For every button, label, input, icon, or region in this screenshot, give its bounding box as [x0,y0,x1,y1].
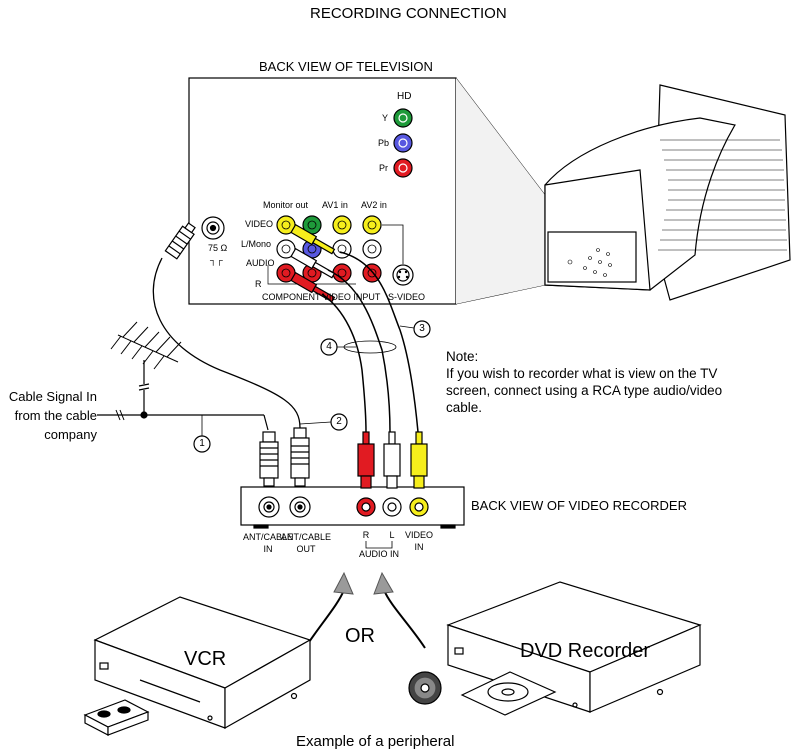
cable-signal-line3: company [44,427,97,442]
jack-av2-video [362,215,382,235]
pr-label: Pr [379,163,388,173]
projection-shade [456,78,545,304]
ohm-label: 75 Ω [208,243,228,253]
arrow-from-dvd [383,589,426,649]
bundle-ellipse [343,340,397,354]
svideo-label: S-VIDEO [388,292,426,302]
callout-2-label: 2 [336,416,342,427]
audio-label: AUDIO [246,258,275,268]
ant-out-line2: OUT [296,544,316,554]
cable-signal-line1: Cable Signal In [8,389,97,404]
video-in-line1: VIDEO [404,530,433,540]
page-title: RECORDING CONNECTION [310,5,507,22]
callout-2 [330,413,348,431]
r-label: R [255,279,262,289]
coax-plug-tv [164,222,196,260]
dvd-recorder-illustration [446,581,702,716]
component-label: COMPONENT VIDEO INPUT [262,292,381,302]
coax-plug-ant-out [290,427,310,487]
hd-label: HD [397,91,412,102]
disc-icon [408,671,442,705]
ant-in-line1: ANT/CABLE [242,532,293,542]
cable-signal-line2: from the cable [14,408,97,423]
jack-svideo [392,264,414,286]
lmono-label: L/Mono [241,239,272,249]
vcr-label: VCR [184,648,227,670]
rca-plug-yellow [410,431,428,489]
cable-coax-tv [152,257,301,429]
rca-plug-white [383,431,401,489]
callout-3 [413,320,431,338]
peripheral-caption: Example of a peripheral [296,733,455,750]
callout-3-label: 3 [419,323,425,334]
ant-in-line2: IN [263,544,273,554]
audio-in-label: AUDIO IN [359,549,400,559]
tv-rca-plugs [290,223,336,303]
ant-out-line1: ANT/CABLE [280,532,331,542]
callout-1-label: 1 [199,438,205,449]
callout-4-label: 4 [326,341,332,352]
rca-plug-red [357,431,375,489]
television-illustration [544,84,791,301]
antenna-icon [110,321,182,370]
callout-4 [320,338,338,356]
video-label: VIDEO [245,219,274,229]
recorder-r-label: R [362,530,370,540]
av1-label: AV1 in [322,200,348,210]
recorder-l-label: L [389,530,395,540]
cable-audio-l [327,269,391,433]
ohm-symbol: ┐┌ [210,255,223,265]
note-heading: Note: [446,349,479,364]
y-label: Y [382,113,389,123]
or-label: OR [345,625,375,647]
note-text: If you wish to recorder what is view on … [446,366,723,415]
callout-1 [193,435,211,453]
arrow-from-vcr [304,589,345,649]
tv-back-view-label: BACK VIEW OF TELEVISION [259,59,433,74]
pb-label: Pb [378,138,390,148]
jack-av1-video [332,215,352,235]
recorder-back-view-label: BACK VIEW OF VIDEO RECORDER [471,498,687,513]
av2-label: AV2 in [361,200,387,210]
cable-video [339,251,419,433]
cable-audio-r [321,293,367,433]
jack-av2-audio-l [362,239,382,259]
dvd-recorder-label: DVD Recorder [520,640,651,662]
coax-plug-ant-in [259,431,279,487]
monitor-out-label: Monitor out [263,200,309,210]
vcr-illustration [83,596,312,736]
jack-audio-in-l [382,497,402,517]
video-in-line2: IN [414,542,424,552]
